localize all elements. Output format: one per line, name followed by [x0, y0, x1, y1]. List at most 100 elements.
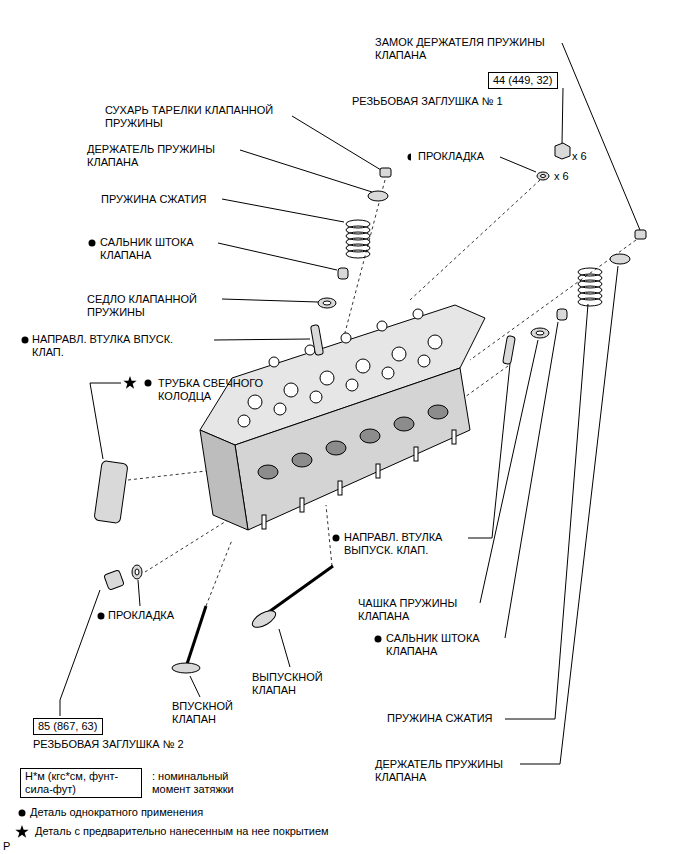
port	[258, 465, 278, 479]
leader-line	[218, 243, 337, 270]
leader-line	[292, 116, 381, 170]
legend-text: Деталь с предварительно нанесенным на не…	[35, 825, 329, 837]
leader-line	[60, 590, 100, 716]
torque-value: 44 (449, 32)	[493, 74, 553, 87]
part-label: САЛЬНИК ШТОКА КЛАПАНА	[100, 236, 215, 262]
part-label: ПРУЖИНА СЖАТИЯ	[387, 712, 493, 725]
intake-valve-stem	[187, 606, 206, 664]
part-label: ПРОКЛАДКА	[108, 609, 174, 622]
cam-journal	[428, 335, 442, 349]
part-label: НАПРАВЛ. ВТУЛКА ВЫПУСК. КЛАП.	[344, 531, 462, 557]
assembly-dash	[410, 180, 540, 300]
valve-keeper	[380, 168, 391, 177]
cam-journal	[413, 309, 423, 319]
torque-value: Н*м (кгс*см, фунт-сила-фут)	[25, 770, 137, 796]
stem-seal	[338, 268, 348, 279]
single-use-dot	[375, 636, 382, 643]
cam-journal	[305, 345, 315, 355]
leader-line	[562, 88, 563, 144]
spring-seat	[531, 328, 549, 338]
single-use-dot	[145, 380, 152, 387]
part-label: СЕДЛО КЛАПАННОЙ ПРУЖИНЫ	[87, 293, 217, 319]
single-use-dot	[22, 337, 29, 344]
assembly-dash	[326, 505, 332, 566]
torque-value: 85 (867, 63)	[38, 720, 98, 733]
assembly-dash	[128, 470, 215, 480]
spring-seat-hole	[323, 301, 331, 305]
assembly-dash	[206, 540, 232, 606]
part-label: ЧАШКА ПРУЖИНЫ КЛАПАНА	[358, 597, 473, 623]
spring-seat	[318, 298, 336, 308]
gasket	[132, 565, 142, 579]
part-label: ЗАМОК ДЕРЖАТЕЛЯ ПРУЖИНЫ КЛАПАНА	[375, 36, 560, 62]
cam-journal	[320, 371, 334, 385]
cam-journals	[238, 309, 442, 427]
exhaust-valve-guide	[503, 336, 516, 365]
legend-text: Деталь однократного применения	[30, 806, 203, 818]
cam-journal	[392, 347, 406, 361]
leader-line	[214, 339, 310, 340]
spring-retainer	[610, 254, 630, 264]
leader-line	[520, 266, 618, 764]
part-label: ПРУЖИНА СЖАТИЯ	[101, 193, 207, 206]
cam-journal	[284, 383, 298, 397]
leader-line	[138, 580, 140, 606]
leader-line	[279, 629, 290, 667]
ports	[258, 405, 448, 479]
valve-keeper	[635, 230, 646, 239]
part-label: ДЕРЖАТЕЛЬ ПРУЖИНЫ КЛАПАНА	[375, 758, 520, 784]
cam-journal	[310, 391, 322, 403]
stud	[338, 481, 342, 495]
studs	[262, 430, 456, 529]
stud	[376, 464, 380, 478]
port	[326, 441, 346, 455]
stud	[452, 430, 456, 444]
leader-line	[90, 383, 121, 459]
stud	[414, 447, 418, 461]
part-label: x 6	[554, 170, 569, 183]
part-label: РЕЗЬБОВАЯ ЗАГЛУШКА № 1	[352, 95, 503, 108]
torque-box: 44 (449, 32)	[488, 72, 558, 89]
port	[394, 417, 414, 431]
part-label: САЛЬНИК ШТОКА КЛАПАНА	[386, 632, 501, 658]
single-use-dot	[98, 613, 105, 620]
leader-line	[468, 364, 510, 538]
torque-box: 85 (867, 63)	[33, 718, 103, 735]
cam-journal	[382, 367, 394, 379]
part-label: РЕЗЬБОВАЯ ЗАГЛУШКА № 2	[33, 738, 184, 751]
spring-retainer	[368, 191, 388, 201]
leader-line	[222, 199, 344, 222]
part-label: ПРОКЛАДКА	[418, 150, 484, 163]
head-side-face	[200, 430, 248, 530]
leader-line	[240, 150, 372, 192]
gasket	[537, 172, 549, 180]
threaded-plug	[555, 143, 570, 159]
part-label: ВЫПУСКНОЙ КЛАПАН	[252, 671, 337, 697]
intake-valve-head	[172, 663, 200, 673]
spring-seat-hole	[536, 331, 544, 335]
leader-line	[562, 43, 640, 230]
port	[360, 429, 380, 443]
stem-seal	[557, 309, 567, 320]
leader-line	[190, 676, 200, 697]
legend-star	[15, 825, 28, 838]
cam-journal	[377, 321, 387, 331]
cam-journal	[418, 355, 430, 367]
leader-line	[505, 304, 588, 719]
torque-box: Н*м (кгс*см, фунт-сила-фут)	[20, 768, 142, 798]
legend-item: Деталь однократного применения	[30, 806, 203, 819]
symbols	[15, 154, 411, 838]
part-label: x 6	[572, 150, 587, 163]
compression-spring	[346, 220, 370, 258]
stud	[262, 515, 266, 529]
part-label: ВПУСКНОЙ КЛАПАН	[172, 700, 247, 726]
spark-plug-tube	[94, 460, 128, 523]
part-label: : номинальный момент затяжки	[152, 770, 252, 796]
threaded-plug	[104, 570, 125, 591]
cam-journal	[356, 359, 370, 373]
single-use-dot	[89, 240, 96, 247]
intake-valve-guide	[310, 325, 323, 356]
spring-coil	[578, 298, 602, 306]
